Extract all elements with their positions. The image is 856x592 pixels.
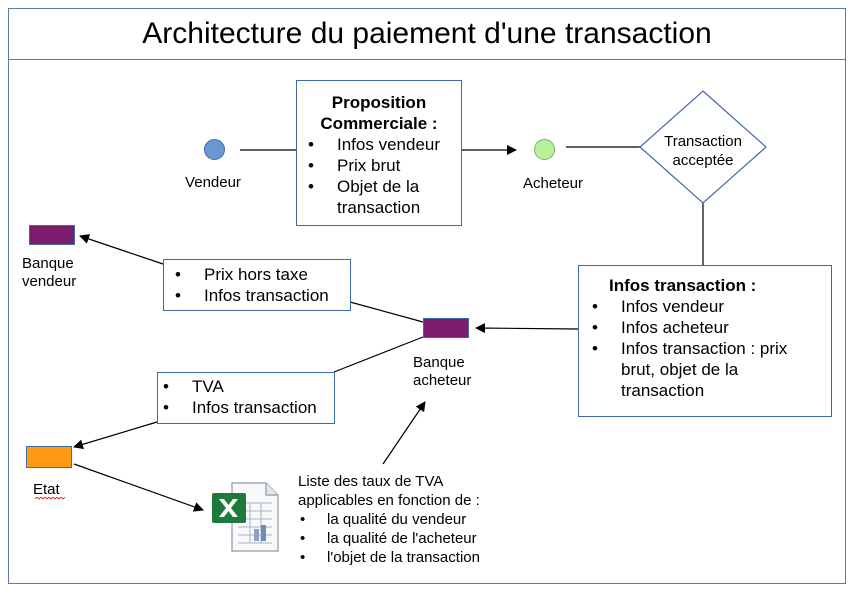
proposition-items: Infos vendeur Prix brut Objet de la tran…: [297, 134, 461, 218]
link-banque-acheteur-pht: [349, 301, 424, 323]
infos-transaction-items: Infos vendeur Infos acheteur Infos trans…: [579, 296, 831, 401]
banque-vendeur-node: [29, 225, 75, 245]
infos-transaction-box: Infos transaction : Infos vendeur Infos …: [578, 265, 832, 417]
etat-label: Etat: [33, 481, 60, 498]
proposition-head-line1: Proposition: [331, 93, 427, 112]
diagram-frame: [8, 8, 846, 584]
banque-acheteur-node: [423, 318, 469, 338]
banque-vendeur-label-line1: Banque: [22, 255, 74, 272]
infos-transaction-item: Infos vendeur: [592, 296, 831, 317]
proposition-item: Prix brut: [308, 155, 461, 176]
vendeur-label: Vendeur: [185, 174, 241, 191]
prix-hors-taxe-box: Prix hors taxe Infos transaction: [163, 259, 351, 311]
banque-vendeur-label-line2: vendeur: [22, 273, 77, 290]
infos-transaction-head: Infos transaction :: [609, 276, 757, 295]
acheteur-node: [534, 139, 555, 160]
banque-acheteur-label-line2: acheteur: [413, 372, 472, 389]
arrow-note-banque-acheteur: [382, 401, 426, 465]
arrow-infos-banque-acheteur: [475, 323, 579, 334]
transaction-acceptee-line1: Transaction: [664, 133, 742, 150]
banque-acheteur-label-line1: Banque: [413, 354, 465, 371]
arrow-pht-banque-vendeur: [79, 234, 164, 265]
prix-hors-taxe-items: Prix hors taxe Infos transaction: [164, 264, 350, 306]
vendeur-node: [204, 139, 225, 160]
spreadsheet-icon: [212, 482, 279, 552]
title-bar: Architecture du paiement d'une transacti…: [8, 8, 846, 60]
tva-note-items: la qualité du vendeur la qualité de l'ac…: [298, 510, 480, 567]
etat-node: [26, 446, 72, 468]
tva-note-item: l'objet de la transaction: [300, 548, 480, 567]
proposition-commerciale-box: Proposition Commerciale : Infos vendeur …: [296, 80, 462, 226]
proposition-head-line2: Commerciale :: [320, 114, 438, 133]
tva-item: Infos transaction: [163, 397, 334, 418]
tva-note-line2: applicables en fonction de :: [298, 492, 480, 509]
spellcheck-underline: [35, 497, 65, 500]
infos-transaction-item: Infos acheteur: [592, 317, 831, 338]
banque-acheteur-label: Banque acheteur: [413, 354, 471, 390]
proposition-item: Objet de la transaction: [308, 176, 447, 218]
tva-items: TVA Infos transaction: [158, 376, 334, 418]
transaction-acceptee-diamond: [639, 90, 767, 204]
tva-note-item: la qualité de l'acheteur: [300, 529, 480, 548]
acheteur-label: Acheteur: [522, 175, 584, 192]
prix-hors-taxe-item: Prix hors taxe: [175, 264, 350, 285]
tva-item: TVA: [163, 376, 334, 397]
proposition-item: Infos vendeur: [308, 134, 461, 155]
banque-vendeur-label: Banque vendeur: [22, 255, 76, 291]
diagram-title: Architecture du paiement d'une transacti…: [142, 16, 712, 50]
link-banque-acheteur-tva: [333, 336, 424, 373]
arrow-tva-etat: [73, 421, 158, 450]
tva-rates-note: Liste des taux de TVA applicables en fon…: [298, 472, 480, 567]
infos-transaction-item: Infos transaction : prix brut, objet de …: [592, 338, 793, 401]
tva-box: TVA Infos transaction: [157, 372, 335, 424]
arrow-etat-spreadsheet: [73, 463, 204, 512]
transaction-acceptee-text: Transaction acceptée: [640, 132, 766, 170]
prix-hors-taxe-item: Infos transaction: [175, 285, 350, 306]
transaction-acceptee-line2: acceptée: [672, 152, 734, 169]
tva-note-line1: Liste des taux de TVA: [298, 473, 444, 490]
tva-note-item: la qualité du vendeur: [300, 510, 480, 529]
